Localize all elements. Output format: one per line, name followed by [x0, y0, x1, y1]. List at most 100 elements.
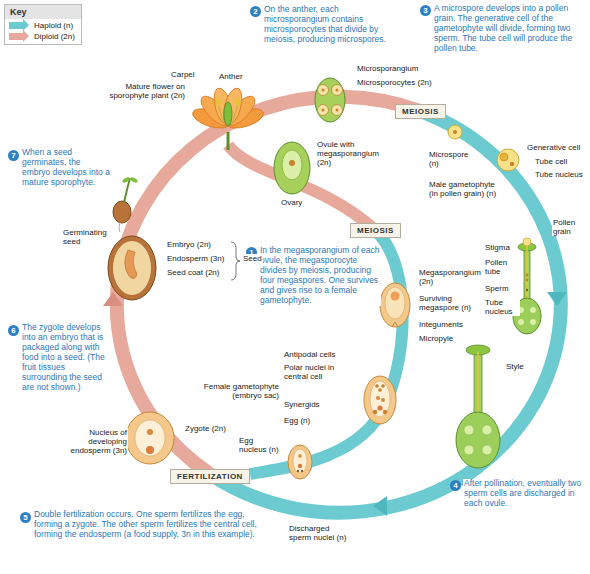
- germinating-seed-illustration-part: [113, 201, 131, 223]
- part-label: Discharged sperm nuclei (n): [288, 524, 350, 542]
- zygote-illustration: [126, 412, 174, 464]
- part-label: Carpel: [170, 70, 196, 79]
- part-label: Tube nucleus: [534, 170, 584, 179]
- callout-text: A microspore develops into a pollen grai…: [433, 4, 585, 54]
- embryo-sac-illustration-part: [377, 405, 382, 410]
- part-label: Female gametophyte (embryo sac): [188, 382, 280, 400]
- pistil-small-part: [526, 245, 528, 304]
- part-label: Mature flower on sporophyte plant (2n): [108, 82, 186, 100]
- embryo-sac-illustration-part: [381, 398, 385, 402]
- fertilization-illustration: [288, 445, 312, 479]
- process-label: MEIOSIS: [357, 226, 394, 235]
- part-label: Pollen grain: [552, 218, 586, 236]
- pistil-small-part: [530, 307, 537, 314]
- pollen-grain-illustration-part: [510, 162, 514, 166]
- legend-swatch: [9, 33, 23, 40]
- megasporangium-illustration-part: [380, 283, 410, 327]
- flower-illustration-part: [227, 132, 230, 150]
- part-label: Anther: [218, 72, 244, 81]
- cycle-band: [103, 97, 567, 516]
- embryo-sac-illustration-part: [383, 410, 387, 414]
- pollen-grain-illustration-part: [453, 130, 457, 134]
- legend-text: Haploid (n): [34, 21, 73, 30]
- callout-number: 7: [8, 150, 19, 161]
- pistil-large-part: [464, 425, 474, 435]
- embryo-sac-illustration-part: [375, 384, 379, 388]
- legend-row: Diploid (2n): [9, 32, 75, 41]
- anther-section-part: [322, 109, 325, 112]
- zygote-illustration-part: [147, 429, 153, 435]
- anther-section: [315, 78, 345, 122]
- callout-text: After pollination, eventually two sperm …: [463, 479, 583, 509]
- legend-heading: Key: [5, 5, 81, 19]
- seed-illustration-part: [231, 242, 240, 280]
- part-label: Ovule with megasporangium (2n): [316, 140, 394, 168]
- part-label: Micropyle: [418, 334, 454, 343]
- seed-illustration-part: [113, 241, 151, 295]
- anther-section-part: [318, 85, 329, 96]
- anther-section-part: [336, 109, 339, 112]
- part-label: Egg nucleus (n): [238, 436, 280, 454]
- pistil-large-part: [482, 425, 492, 435]
- callout-text: Double fertilization occurs. One sperm f…: [33, 510, 273, 540]
- part-label: Stigma: [484, 243, 511, 252]
- part-label: Microsporangium: [356, 64, 419, 73]
- fertilization-illustration-part: [293, 449, 307, 473]
- pollen-grain-illustration-part: [448, 125, 462, 139]
- anther-section-part: [322, 89, 325, 92]
- part-label: Ovary: [280, 198, 303, 207]
- flower-illustration-part: [216, 98, 221, 106]
- germinating-seed-illustration-part: [130, 176, 139, 183]
- flower-illustration-part: [236, 98, 241, 106]
- anther-section-part: [336, 89, 339, 92]
- anther-section-part: [318, 105, 329, 116]
- legend-swatch: [9, 22, 23, 29]
- callout-number: 3: [420, 5, 431, 16]
- pistil-small: [513, 238, 541, 334]
- pistil-small-part: [526, 289, 528, 291]
- cycle-band-part: [117, 97, 420, 474]
- process-box: MEIOSIS: [395, 104, 446, 119]
- part-label: Egg (n): [283, 416, 311, 425]
- germinating-seed-illustration-part: [119, 222, 120, 232]
- part-label: Male gametophyte (in pollen grain) (n): [428, 180, 502, 198]
- cycle-band-part: [210, 111, 561, 513]
- callout-text: In the megasporangium of each ovule, the…: [259, 246, 381, 306]
- embryo-sac-illustration-part: [364, 376, 396, 424]
- fertilization-illustration-part: [301, 470, 303, 472]
- part-label: Generative cell: [526, 143, 581, 152]
- legend-row: Haploid (n): [9, 21, 75, 30]
- embryo-sac-illustration-part: [370, 381, 390, 417]
- part-label: Antipodal cells: [283, 350, 337, 359]
- part-label: Megasporangium (2n): [418, 268, 484, 286]
- megasporangium-illustration-part: [385, 287, 405, 319]
- seed-illustration: [108, 236, 240, 300]
- fertilization-illustration-part: [288, 445, 312, 479]
- part-label: Sperm: [484, 284, 510, 293]
- part-label: Endosperm (3n): [166, 254, 225, 263]
- callout-number: 6: [8, 325, 19, 336]
- pistil-small-part: [526, 274, 529, 277]
- fertilization-illustration-part: [298, 454, 302, 458]
- megasporangium-illustration-part: [391, 292, 400, 301]
- legend-text: Diploid (2n): [34, 32, 75, 41]
- pistil-small-part: [518, 319, 525, 326]
- fertilization-illustration-part: [298, 464, 302, 468]
- cycle-band-part: [373, 496, 387, 516]
- process-label: MEIOSIS: [402, 107, 439, 116]
- pollen-grain-illustration-part: [500, 153, 508, 161]
- part-label: Style: [505, 362, 525, 371]
- embryo-sac-illustration-part: [376, 396, 380, 400]
- part-label: Nucleus of developing endosperm (3n): [62, 428, 128, 456]
- germinating-seed-illustration: [113, 176, 138, 232]
- part-label: Microsporocytes (2n): [356, 78, 433, 87]
- part-label: Microspore (n): [428, 150, 474, 168]
- legend-box: KeyHaploid (n) Diploid (2n): [4, 4, 82, 45]
- germinating-seed-illustration-part: [122, 176, 131, 183]
- pollen-grain-illustration-part: [497, 149, 519, 171]
- pistil-small-part: [526, 279, 529, 282]
- cycle-band-part: [547, 292, 567, 306]
- part-label: Polar nuclei in central cell: [283, 363, 355, 381]
- embryo-sac-illustration-part: [378, 388, 382, 392]
